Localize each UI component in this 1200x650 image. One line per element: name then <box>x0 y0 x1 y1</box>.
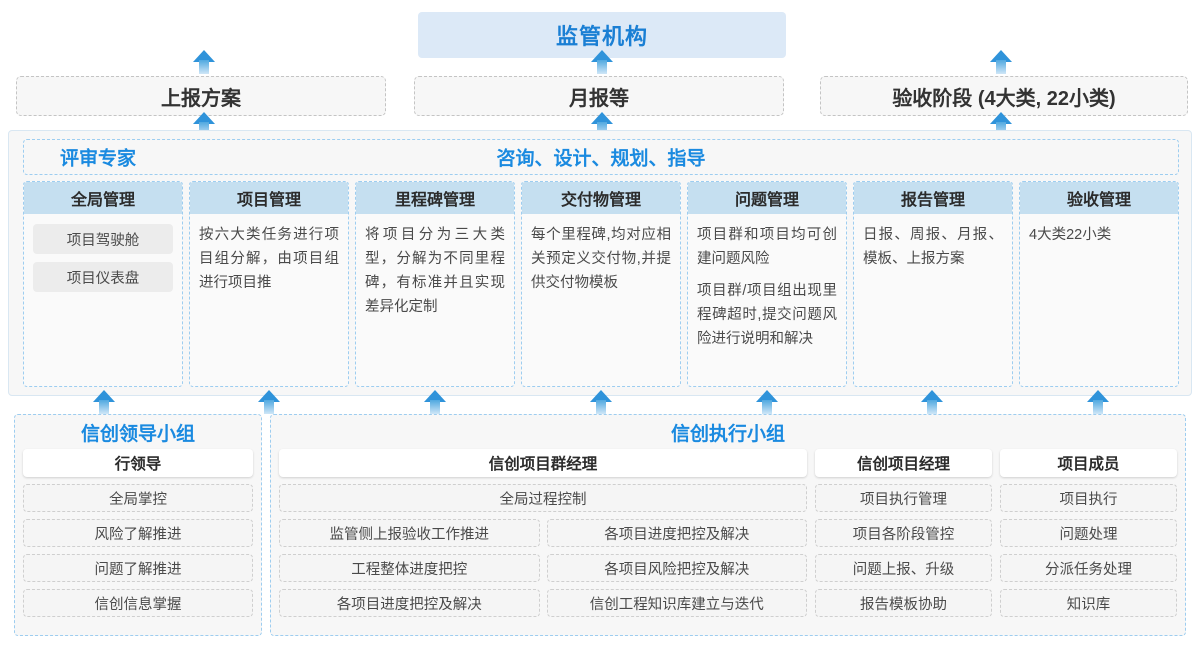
role-item[interactable]: 全局掌控 <box>23 484 253 512</box>
report-box-plan: 上报方案 <box>16 76 386 116</box>
column-paragraph: 按六大类任务进行项目组分解，由项目组进行项目推 <box>199 227 339 291</box>
capability-column-issue[interactable]: 问题管理 项目群和项目均可创建问题风险 项目群/项目组出现里程碑超时,提交问题风… <box>687 181 847 387</box>
role-item[interactable]: 风险了解推进 <box>23 519 253 547</box>
column-paragraph: 项目群/项目组出现里程碑超时,提交问题风险进行说明和解决 <box>697 282 837 347</box>
role-item[interactable]: 信创工程知识库建立与迭代 <box>546 589 807 617</box>
capability-column-project[interactable]: 项目管理 按六大类任务进行项目组分解，由项目组进行项目推 <box>189 181 349 387</box>
capability-column-report[interactable]: 报告管理 日报、周报、月报、模板、上报方案 <box>853 181 1013 387</box>
arrow-up-icon <box>921 390 943 414</box>
role-item[interactable]: 信创信息掌握 <box>23 589 253 617</box>
column-paragraph: 每个里程碑,均对应相关预定义交付物,并提供交付物模板 <box>531 227 671 291</box>
report-label: 上报方案 <box>161 87 241 110</box>
arrow-up-icon <box>591 112 613 136</box>
arrow-up-icon <box>590 390 612 414</box>
report-box-monthly: 月报等 <box>414 76 784 116</box>
bottom-band: 信创领导小组 行领导 全局掌控 风险了解推进 问题了解推进 信创信息掌握 信创执… <box>14 414 1186 636</box>
column-paragraph: 项目群和项目均可创建问题风险 <box>697 227 837 267</box>
arrow-up-icon <box>756 390 778 414</box>
capability-column-deliverable[interactable]: 交付物管理 每个里程碑,均对应相关预定义交付物,并提供交付物模板 <box>521 181 681 387</box>
role-item[interactable]: 分派任务处理 <box>1000 554 1177 582</box>
column-paragraph: 将项目分为三大类型，分解为不同里程碑，有标准并且实现差异化定制 <box>365 227 505 315</box>
arrow-up-icon <box>990 50 1012 74</box>
role-item[interactable]: 问题处理 <box>1000 519 1177 547</box>
role-item[interactable]: 问题上报、升级 <box>815 554 992 582</box>
capability-column-acceptance[interactable]: 验收管理 4大类22小类 <box>1019 181 1179 387</box>
role-column-project-manager: 信创项目经理 项目执行管理 项目各阶段管控 问题上报、升级 报告模板协助 <box>815 449 992 625</box>
column-title: 交付物管理 <box>522 182 680 214</box>
role-item[interactable]: 各项目风险把控及解决 <box>546 554 807 582</box>
role-item[interactable]: 全局过程控制 <box>279 484 807 512</box>
leader-group-title: 信创领导小组 <box>80 424 195 445</box>
role-item[interactable]: 项目各阶段管控 <box>815 519 992 547</box>
role-item[interactable]: 项目执行 <box>1000 484 1177 512</box>
role-item[interactable]: 项目执行管理 <box>815 484 992 512</box>
role-column-project-member: 项目成员 项目执行 问题处理 分派任务处理 知识库 <box>1000 449 1177 625</box>
column-paragraph: 4大类22小类 <box>1029 227 1112 243</box>
arrow-up-icon <box>193 50 215 74</box>
regulator-label: 监管机构 <box>555 24 648 49</box>
role-item[interactable]: 知识库 <box>1000 589 1177 617</box>
execution-role-columns: 信创项目群经理 全局过程控制 监管侧上报验收工作推进 工程整体进度把控 各项目进… <box>279 449 1177 625</box>
column-title: 问题管理 <box>688 182 846 214</box>
middle-band-header: 评审专家 咨询、设计、规划、指导 <box>23 139 1179 175</box>
arrow-up-icon <box>591 50 613 74</box>
role-item[interactable]: 报告模板协助 <box>815 589 992 617</box>
consulting-label: 咨询、设计、规划、指导 <box>496 148 706 170</box>
report-label: 月报等 <box>569 87 629 110</box>
role-item[interactable]: 工程整体进度把控 <box>279 554 540 582</box>
arrow-up-icon <box>93 390 115 414</box>
column-title: 项目管理 <box>190 182 348 214</box>
role-item[interactable]: 问题了解推进 <box>23 554 253 582</box>
role-item[interactable]: 各项目进度把控及解决 <box>546 519 807 547</box>
role-header-program-manager[interactable]: 信创项目群经理 <box>279 449 807 477</box>
capability-column-milestone[interactable]: 里程碑管理 将项目分为三大类型，分解为不同里程碑，有标准并且实现差异化定制 <box>355 181 515 387</box>
middle-band: 评审专家 咨询、设计、规划、指导 全局管理 项目驾驶舱 项目仪表盘 项目管理 按… <box>8 130 1192 396</box>
capability-pill[interactable]: 项目仪表盘 <box>33 262 173 292</box>
arrow-up-icon <box>258 390 280 414</box>
capability-columns: 全局管理 项目驾驶舱 项目仪表盘 项目管理 按六大类任务进行项目组分解，由项目组… <box>23 181 1179 387</box>
role-header-bank-leader[interactable]: 行领导 <box>23 449 253 477</box>
arrow-up-icon <box>1087 390 1109 414</box>
capability-column-global[interactable]: 全局管理 项目驾驶舱 项目仪表盘 <box>23 181 183 387</box>
arrow-up-icon <box>424 390 446 414</box>
column-title: 全局管理 <box>24 182 182 214</box>
column-title: 验收管理 <box>1020 182 1178 214</box>
role-header-project-member[interactable]: 项目成员 <box>1000 449 1177 477</box>
role-header-project-manager[interactable]: 信创项目经理 <box>815 449 992 477</box>
role-item[interactable]: 监管侧上报验收工作推进 <box>279 519 540 547</box>
execution-group: 信创执行小组 信创项目群经理 全局过程控制 监管侧上报验收工作推进 工程整体进度… <box>270 414 1186 636</box>
report-label: 验收阶段 (4大类, 22小类) <box>892 87 1116 110</box>
capability-pill[interactable]: 项目驾驶舱 <box>33 224 173 254</box>
review-experts-label: 评审专家 <box>60 148 137 170</box>
report-box-acceptance: 验收阶段 (4大类, 22小类) <box>820 76 1188 116</box>
role-column-program-manager: 信创项目群经理 全局过程控制 监管侧上报验收工作推进 工程整体进度把控 各项目进… <box>279 449 807 625</box>
role-item[interactable]: 各项目进度把控及解决 <box>279 589 540 617</box>
column-title: 里程碑管理 <box>356 182 514 214</box>
column-paragraph: 日报、周报、月报、模板、上报方案 <box>863 227 1003 267</box>
arrow-up-icon <box>193 112 215 136</box>
leader-group: 信创领导小组 行领导 全局掌控 风险了解推进 问题了解推进 信创信息掌握 <box>14 414 262 636</box>
arrow-up-icon <box>990 112 1012 136</box>
execution-group-title: 信创执行小组 <box>670 424 785 445</box>
column-title: 报告管理 <box>854 182 1012 214</box>
